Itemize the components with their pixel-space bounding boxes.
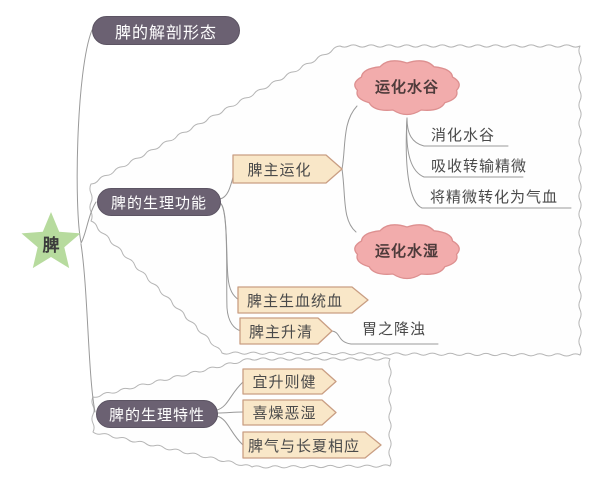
leaf-stomach-descending[interactable]: 胃之降浊 bbox=[362, 321, 427, 338]
container-physiology-group bbox=[89, 44, 582, 357]
node-spleen-blood[interactable]: 脾主生血统血 bbox=[246, 292, 343, 310]
node-long-summer[interactable]: 脾气与长夏相应 bbox=[247, 437, 360, 455]
node-transform-grain[interactable]: 运化水谷 bbox=[374, 78, 439, 96]
branch-physiology-ascending bbox=[219, 202, 242, 332]
node-anatomy[interactable]: 脾的解剖形态 bbox=[92, 16, 240, 45]
node-spleen-transport[interactable]: 脾主运化 bbox=[247, 161, 312, 179]
node-characteristics[interactable]: 脾的生理特性 bbox=[96, 400, 218, 428]
node-transform-dampness[interactable]: 运化水湿 bbox=[374, 242, 439, 260]
star-root-shape[interactable] bbox=[21, 212, 81, 269]
branch-root-anatomy bbox=[76, 29, 93, 243]
shape-cloud-dampness[interactable] bbox=[354, 224, 460, 280]
root-node-label[interactable]: 脾 bbox=[42, 235, 60, 255]
branch-root-characteristics bbox=[80, 243, 96, 413]
shape-banner-dryness[interactable] bbox=[242, 399, 337, 426]
branch-characteristics-summer bbox=[216, 415, 244, 446]
shape-banner-blood[interactable] bbox=[237, 286, 369, 314]
shape-cloud-grain[interactable] bbox=[354, 60, 460, 116]
leaf-absorb-transport-essence[interactable]: 吸收转输精微 bbox=[431, 158, 528, 175]
branch-transport-dampness bbox=[341, 168, 357, 233]
branch-characteristics-rise bbox=[216, 381, 244, 411]
branch-transport-grain bbox=[341, 105, 358, 170]
shape-banner-summer[interactable] bbox=[242, 431, 382, 459]
branch-grain-convert bbox=[405, 117, 572, 209]
shape-banner-transport[interactable] bbox=[232, 154, 343, 184]
node-spleen-ascending[interactable]: 脾主升清 bbox=[248, 323, 313, 341]
node-rise-healthy[interactable]: 宜升则健 bbox=[252, 374, 317, 391]
branch-root-physiology bbox=[80, 201, 97, 244]
leaf-convert-essence-qi-blood[interactable]: 将精微转化为气血 bbox=[430, 189, 559, 206]
leaf-digest-grain[interactable]: 消化水谷 bbox=[431, 127, 496, 144]
branch-ascending-stomach bbox=[331, 330, 439, 345]
shape-banner-rise[interactable] bbox=[242, 368, 337, 395]
shape-banner-ascending[interactable] bbox=[239, 317, 333, 345]
node-likes-dryness[interactable]: 喜燥恶湿 bbox=[252, 405, 317, 422]
node-physiology[interactable]: 脾的生理功能 bbox=[97, 188, 221, 216]
branch-characteristics-dryness bbox=[216, 411, 244, 414]
